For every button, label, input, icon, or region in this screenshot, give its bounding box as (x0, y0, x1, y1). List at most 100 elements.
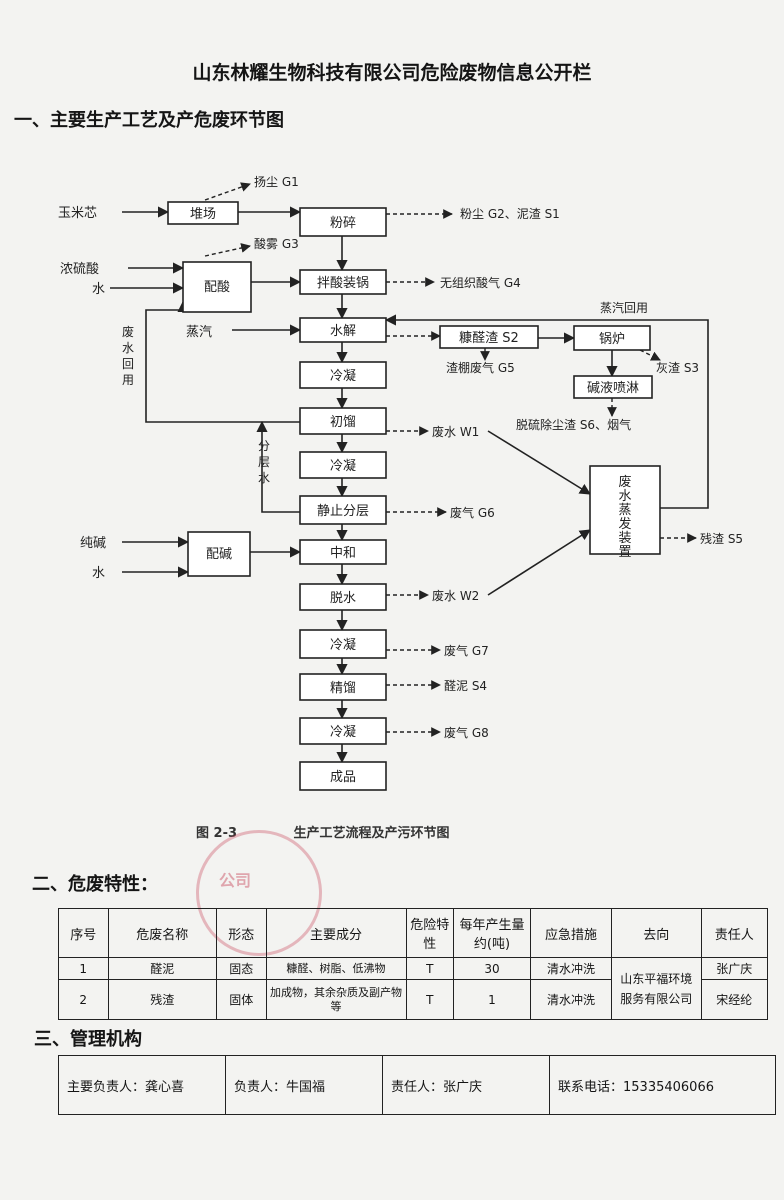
cell-destination: 山东平福环境服务有限公司 (611, 957, 702, 1020)
header-responsible: 责任人 (700, 908, 769, 958)
crush-label: 粉碎 (330, 216, 356, 231)
evaporator-box (589, 465, 661, 555)
cell-no: 1 (58, 957, 109, 980)
cond3-label: 冷凝 (330, 637, 356, 653)
cell-composition: 糠醛、树脂、低沸物 (265, 957, 407, 980)
table-row: 1 醛泥 固态 糠醛、树脂、低沸物 T 30 清水冲洗 山东平福环境服务有限公司… (58, 957, 769, 1020)
hazard-table: 序号 危废名称 形态 主要成分 危险特性 每年产生量约(吨) 应急措施 去向 责… (58, 908, 769, 1020)
output-g2-s1: 粉尘 G2、泥渣 S1 (460, 207, 560, 221)
product-label: 成品 (330, 770, 356, 785)
static-label: 静止分层 (317, 504, 369, 519)
manager-cell: 负责人：牛国福 (225, 1055, 383, 1115)
cond2-label: 冷凝 (330, 458, 356, 474)
table-row: 2 残渣 固体 加成物，其余杂质及副产物等 T 1 清水冲洗 宋经纶 (58, 979, 769, 1020)
cond4-label: 冷凝 (330, 724, 356, 740)
crush-box (299, 207, 387, 237)
output-g7: 废气 G7 (444, 643, 489, 658)
output-g6: 废气 G6 (450, 505, 495, 520)
boiler-label: 锅炉 (599, 331, 625, 347)
output-g5: 渣棚废气 G5 (446, 360, 515, 375)
output-w2: 废水 W2 (432, 588, 479, 603)
output-s4: 醛泥 S4 (444, 678, 487, 693)
stir-box (299, 269, 387, 295)
section-heading-hazard: 二、危废特性： (32, 874, 158, 895)
process-flow-diagram: 堆场 配酸 粉碎 拌酸装锅 水解 冷凝 初馏 冷凝 静止分层 配碱 中和 脱水 … (58, 174, 743, 791)
header-destination: 去向 (611, 908, 702, 958)
cell-annual-amount: 30 (453, 957, 531, 980)
phone-cell: 联系电话：15335406066 (549, 1055, 776, 1115)
acid-mix-box (182, 261, 252, 313)
figure-caption: 图 2-3 生产工艺流程及产污环节图 (196, 822, 502, 841)
input-soda: 纯碱 (80, 536, 106, 551)
cell-name: 残渣 (107, 979, 217, 1020)
management-table: 主要负责人：龚心喜 负责人：牛国福 责任人：张广庆 联系电话：153354060… (58, 1055, 776, 1115)
section-heading-management: 三、管理机构 (34, 1029, 142, 1050)
input-sulfuric-acid: 浓硫酸 (60, 262, 99, 277)
output-s5: 残渣 S5 (700, 532, 743, 546)
header-composition: 主要成分 (265, 908, 407, 958)
acid-mix-label: 配酸 (204, 280, 230, 295)
initial-box (299, 407, 387, 435)
initial-label: 初馏 (330, 415, 356, 430)
cell-hazard-property: T (405, 957, 455, 980)
cond1-box (299, 361, 387, 389)
header-annual-amount: 每年产生量约(吨) (453, 908, 531, 958)
cell-emergency: 清水冲洗 (529, 979, 613, 1020)
hydrolysis-box (299, 317, 387, 343)
figure-number: 图 2-3 (196, 826, 238, 841)
output-g4: 无组织酸气 G4 (440, 275, 521, 290)
header-no: 序号 (58, 908, 109, 958)
stamp-text: 公司 (219, 871, 252, 890)
cond3-box (299, 629, 387, 659)
neutralize-box (299, 539, 387, 565)
alkali-mix-box (187, 531, 251, 577)
dewater-label: 脱水 (330, 591, 356, 606)
cond2-box (299, 451, 387, 479)
header-name: 危废名称 (107, 908, 217, 958)
input-steam: 蒸汽 (186, 325, 212, 340)
dewater-box (299, 583, 387, 611)
hazard-table-header: 序号 危废名称 形态 主要成分 危险特性 每年产生量约(吨) 应急措施 去向 责… (58, 908, 769, 958)
table-row: 主要负责人：龚心喜 负责人：牛国福 责任人：张广庆 联系电话：153354060… (58, 1055, 776, 1115)
emission-lines (204, 182, 697, 737)
hydrolysis-label: 水解 (330, 324, 356, 339)
figure-title: 生产工艺流程及产污环节图 (293, 826, 450, 841)
cell-responsible: 张广庆 (700, 957, 769, 980)
output-steam-return: 蒸汽回用 (600, 300, 648, 315)
cond1-label: 冷凝 (330, 368, 356, 384)
alkali-mix-label: 配碱 (206, 547, 232, 562)
responsible-cell: 责任人：张广庆 (382, 1055, 550, 1115)
output-g3: 酸雾 G3 (254, 236, 299, 251)
cell-annual-amount: 1 (453, 979, 531, 1020)
section-heading-process: 一、主要生产工艺及产危废环节图 (14, 110, 284, 131)
pile-box (167, 201, 239, 225)
output-g8: 废气 G8 (444, 725, 489, 740)
cell-hazard-property: T (405, 979, 455, 1020)
cond4-box (299, 717, 387, 745)
layer-water-label: 分层水 (258, 439, 270, 485)
product-box (299, 761, 387, 791)
static-box (299, 495, 387, 525)
output-w1: 废水 W1 (432, 424, 479, 439)
header-emergency: 应急措施 (529, 908, 613, 958)
chief-cell: 主要负责人：龚心喜 (58, 1055, 226, 1115)
input-water-1: 水 (92, 282, 105, 297)
output-g1: 扬尘 G1 (254, 174, 299, 189)
stir-label: 拌酸装锅 (317, 275, 369, 291)
refine-label: 精馏 (330, 681, 356, 696)
cell-no: 2 (58, 979, 109, 1020)
input-corncob: 玉米芯 (58, 206, 97, 221)
input-water-2: 水 (92, 566, 105, 581)
output-s6: 脱硫除尘渣 S6、烟气 (516, 417, 631, 432)
spray-label: 碱液喷淋 (587, 381, 639, 396)
neutralize-label: 中和 (330, 546, 356, 561)
cell-emergency: 清水冲洗 (529, 957, 613, 980)
cell-form: 固体 (216, 979, 267, 1020)
spray-box (573, 375, 653, 399)
cell-composition: 加成物，其余杂质及副产物等 (265, 979, 407, 1020)
header-hazard-property: 危险特性 (405, 908, 455, 958)
evaporator-label: 废水蒸发装置 (618, 474, 631, 560)
flow-lines (110, 206, 709, 764)
residue-s2-label: 糠醛渣 S2 (459, 330, 519, 346)
waste-water-return-label: 废水回用 (122, 324, 134, 387)
